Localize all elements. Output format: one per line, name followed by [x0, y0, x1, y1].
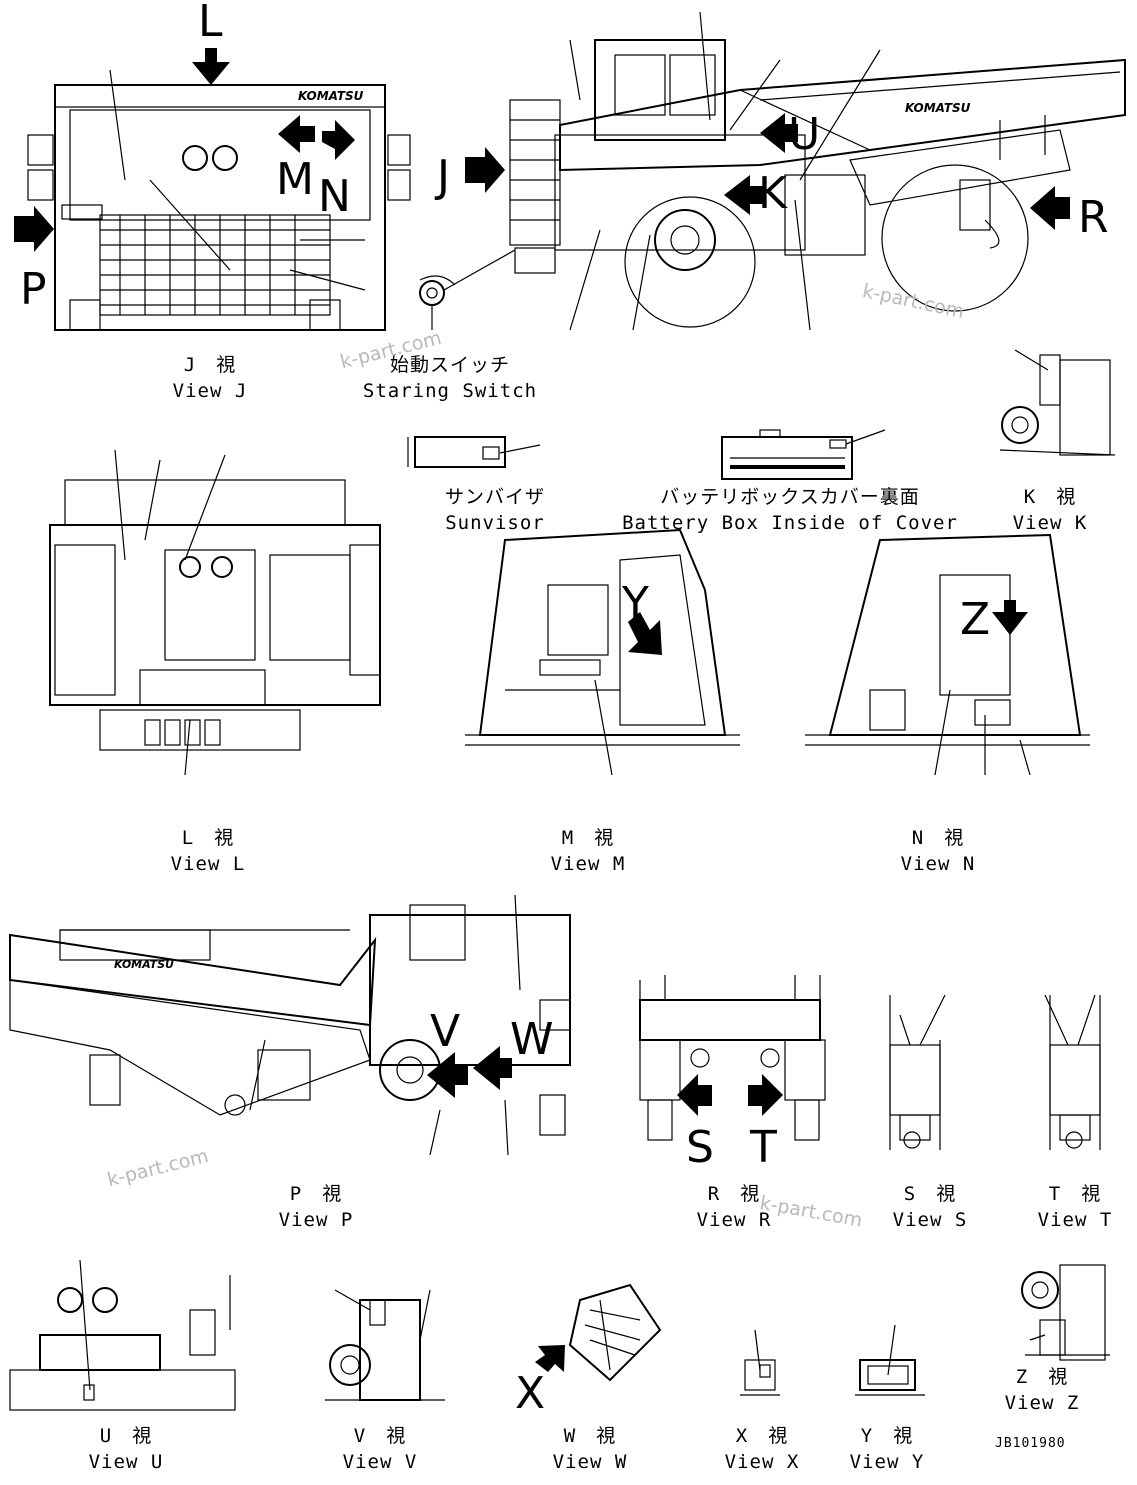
view-w-drawing	[568, 1283, 662, 1382]
sunvisor-drawing	[407, 436, 541, 468]
arrow-label-p: P	[20, 264, 47, 315]
view-m-drawing	[465, 528, 740, 776]
view-v-drawing	[325, 1289, 445, 1401]
view-u-drawing	[9, 1259, 236, 1411]
arrow-label-r: R	[1078, 192, 1109, 243]
view-n-drawing	[805, 533, 1090, 776]
arrow-label-n: N	[318, 171, 351, 222]
arrow-label-l: L	[198, 0, 223, 47]
arrow-label-v: V	[430, 1006, 461, 1057]
arrow-label-u: U	[788, 109, 821, 160]
view-t-drawing	[1044, 994, 1101, 1150]
arrow-label-y: Y	[622, 578, 649, 629]
view-r-drawing	[639, 975, 826, 1141]
arrow-label-z: Z	[960, 594, 991, 645]
view-l-drawing	[49, 449, 381, 776]
sheet-code: JB101980	[995, 1436, 1066, 1451]
arrow-label-s: S	[686, 1122, 714, 1173]
arrow-label-m: M	[276, 154, 314, 205]
arrow-label-w: W	[510, 1014, 554, 1065]
view-p-drawing	[9, 894, 571, 1156]
arrow-label-x: X	[515, 1368, 546, 1419]
view-k-drawing	[999, 349, 1116, 456]
view-s-drawing	[889, 994, 946, 1150]
view-x-drawing	[740, 1329, 780, 1396]
arrow-label-t: T	[750, 1122, 777, 1173]
view-z-drawing	[1021, 1264, 1110, 1361]
view-y-drawing	[855, 1324, 925, 1396]
komatsu-logo-j: KOMATSU	[298, 89, 364, 103]
side-view-drawing	[482, 11, 1126, 331]
starting-switch-drawing	[419, 267, 484, 330]
direction-arrows	[14, 48, 1070, 1372]
battery-box-cover-drawing	[721, 429, 886, 480]
komatsu-logo-p: KOMATSU	[114, 958, 174, 971]
arrow-label-j: J	[437, 151, 450, 202]
view-j-drawing	[27, 69, 411, 331]
komatsu-logo-side: KOMATSU	[905, 101, 971, 115]
arrow-label-k: K	[758, 168, 787, 219]
